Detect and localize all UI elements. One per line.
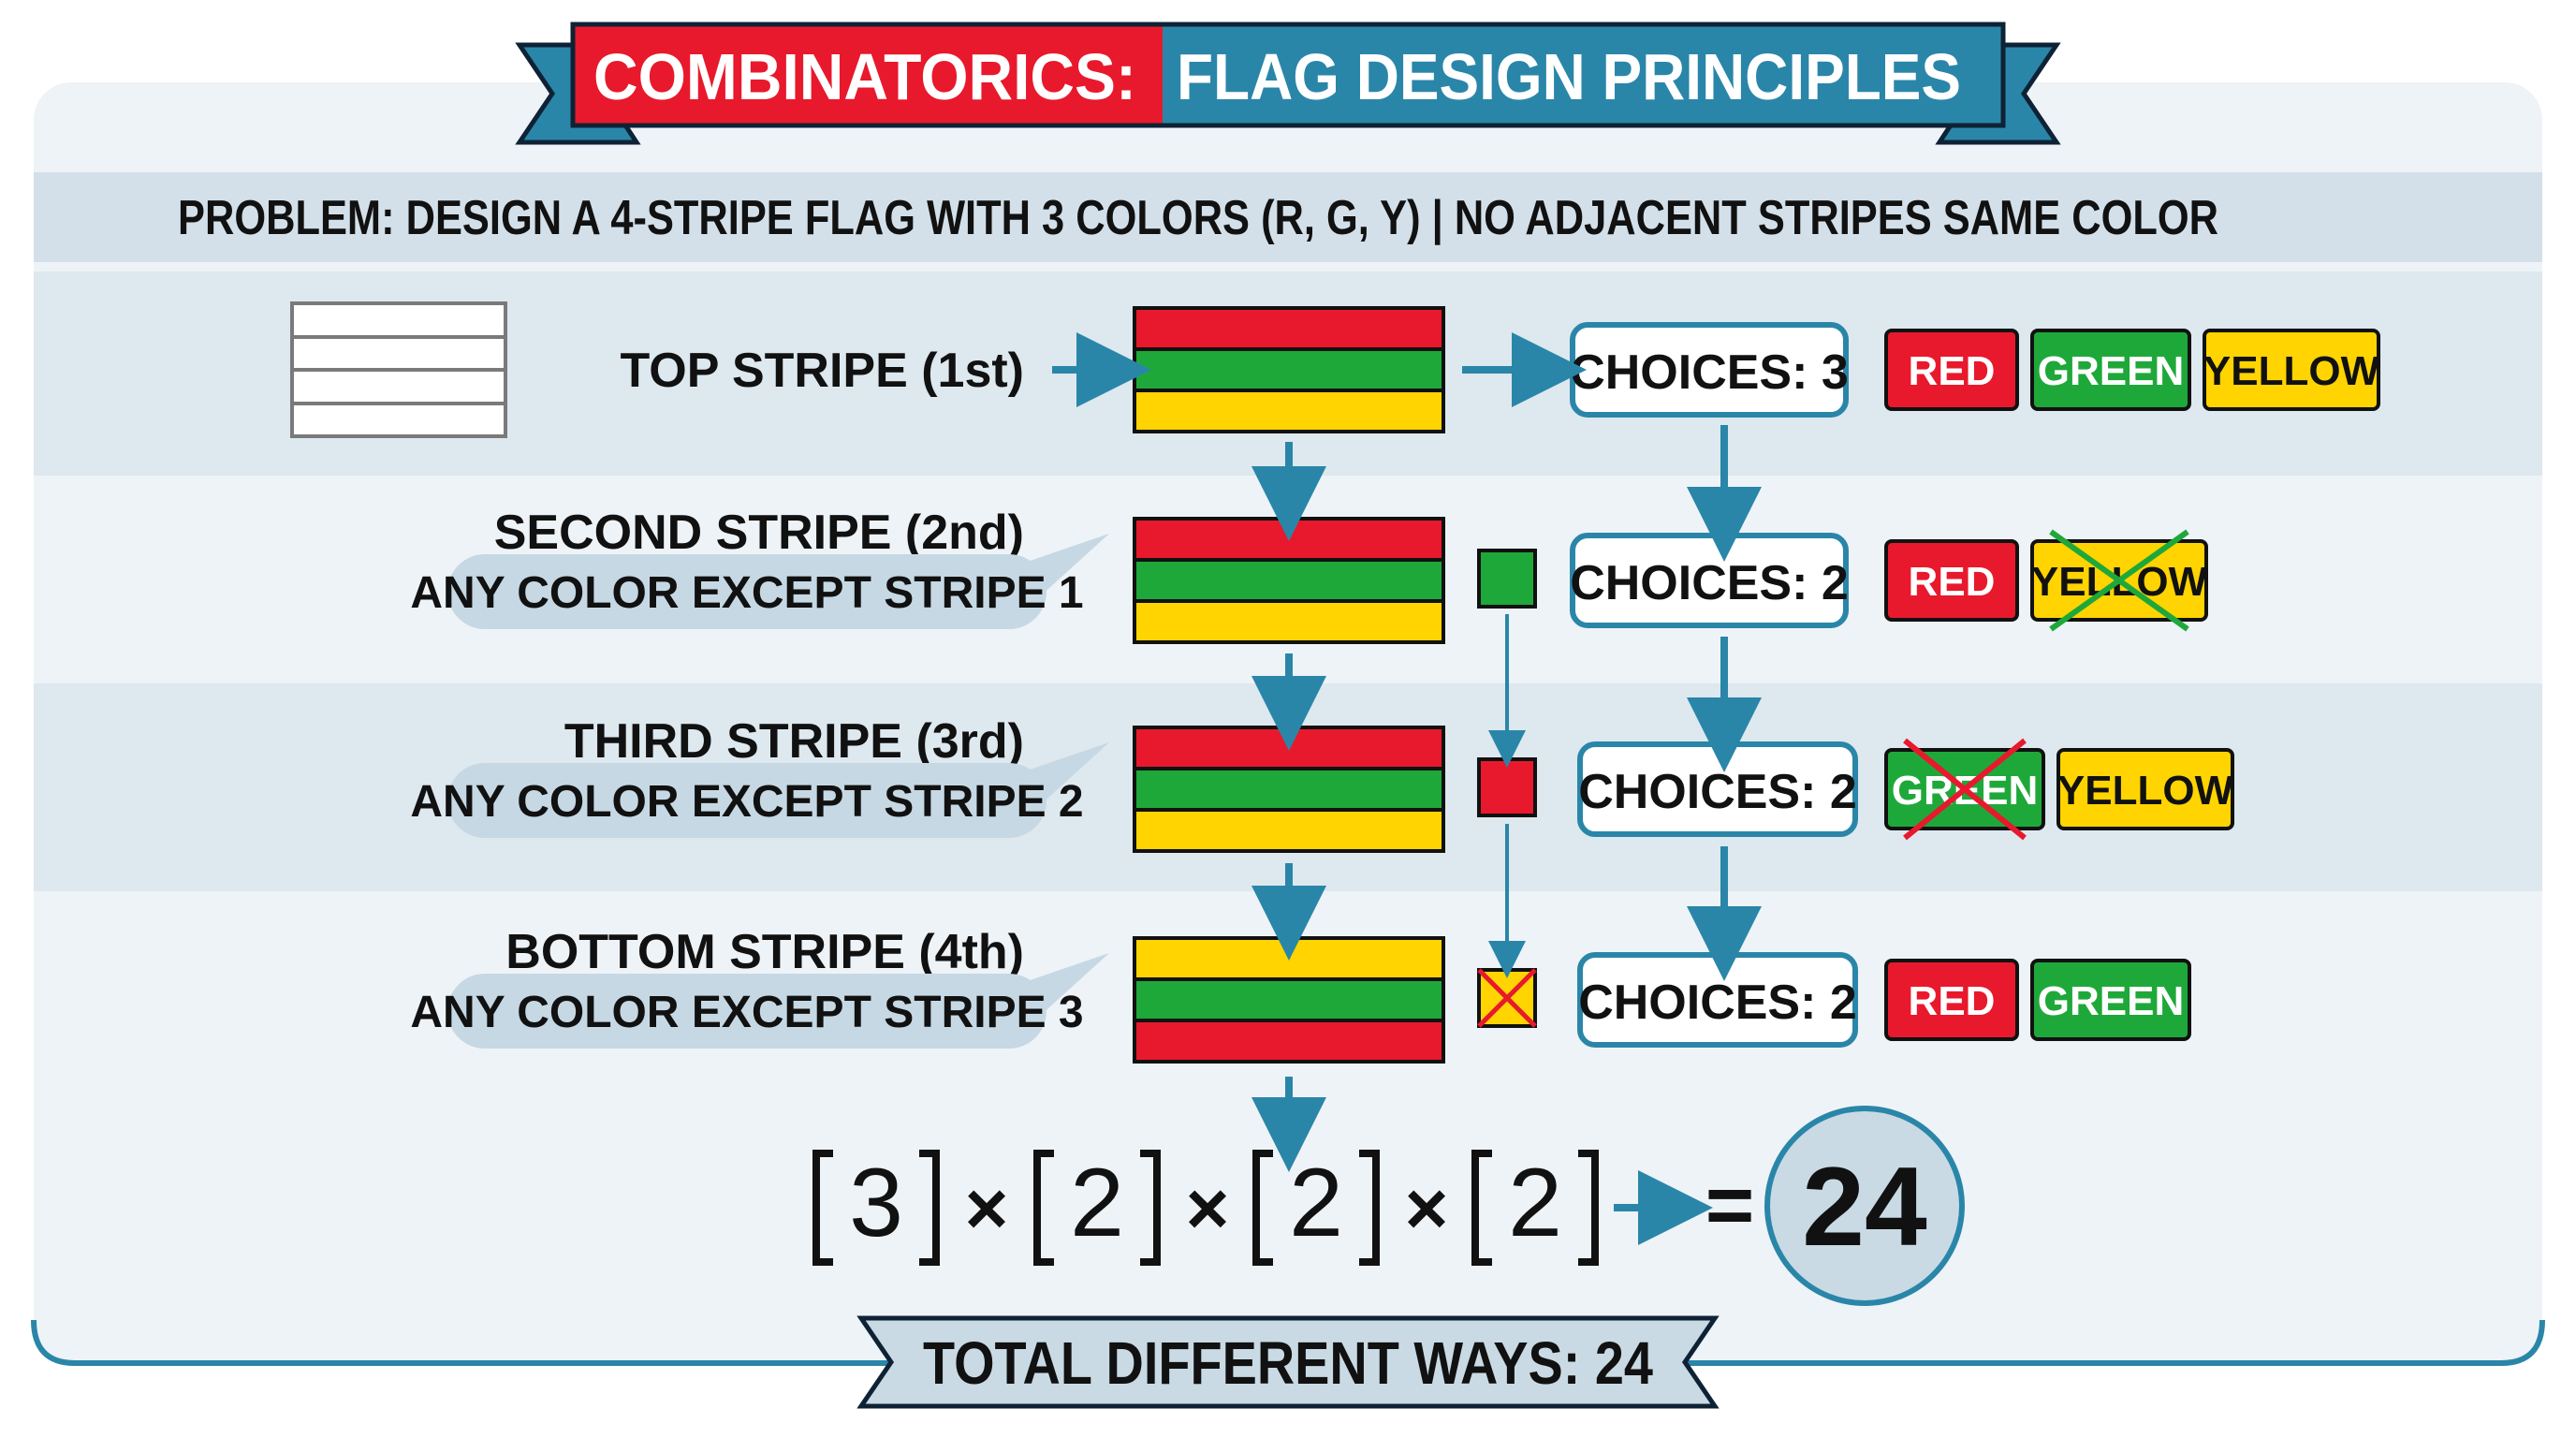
equation-factor: 2 [1508,1149,1562,1257]
flag-stripe-green [1133,558,1445,603]
ribbon-teal [1163,24,2003,125]
total-ribbon: TOTAL DIFFERENT WAYS: 24 [856,1315,1720,1409]
result-circle [1764,1106,1965,1306]
equation-bracket-left [1252,1150,1273,1266]
row-label: SECOND STRIPE (2nd) [494,506,1024,560]
option-swatch [2030,329,2191,411]
flag-stripe-yellow [1133,936,1445,981]
times-sign: × [1186,1167,1230,1250]
option-swatch [1884,539,2019,622]
times-sign: × [1405,1167,1449,1250]
equation-factor: 3 [849,1149,903,1257]
equation-factor: 2 [1289,1149,1343,1257]
option-label: GREEN [2038,348,2184,394]
choices-text: CHOICES: 2 [1570,556,1849,610]
equation-factor: 2 [1070,1149,1124,1257]
equation-bracket-left [1471,1150,1492,1266]
cross-line [1477,968,1537,1028]
option-yellow: YELLOW [2203,329,2380,411]
equation-layer: 3 × 2 × 2 × 2 = 24 [812,1106,1965,1306]
option-red: RED [1884,539,2019,622]
problem-band [34,172,2542,262]
title-left: COMBINATORICS: [593,40,1136,113]
times-sign: × [965,1167,1009,1250]
equation-bracket-right [1140,1150,1161,1266]
option-label: YELLOW [2057,768,2234,814]
flag-stripe-red [1133,517,1445,562]
option-label: GREEN [2038,978,2184,1024]
option-green: GREEN [1884,738,2045,841]
equation-bracket-right [919,1150,940,1266]
problem-statement: PROBLEM: DESIGN A 4-STRIPE FLAG WITH 3 C… [178,191,2218,245]
note-pill [447,763,1046,838]
flag-stripe-yellow [1133,808,1445,853]
stripe-row-3: THIRD STRIPE (3rd) ANY COLOR EXCEPT STRIP… [410,714,2234,853]
choices-text: CHOICES: 2 [1578,976,1857,1030]
equation-bracket-left [812,1150,833,1266]
ribbon-border [570,22,2006,128]
flag-stripe-yellow [1133,389,1445,433]
stripe-row-4: BOTTOM STRIPE (4th) ANY COLOR EXCEPT STRI… [410,925,2191,1064]
cross-line [1903,738,2027,841]
choices-text: CHOICES: 2 [1578,765,1857,819]
equation-bracket-left [1033,1150,1054,1266]
previous-color-marker [1477,549,1537,609]
option-swatch [2056,748,2234,830]
option-yellow: YELLOW [2030,529,2208,632]
option-swatch [1884,959,2019,1041]
title-ribbon: COMBINATORICS: FLAG DESIGN PRINCIPLES [515,22,2061,145]
option-label: RED [1909,348,1996,394]
rows-layer: TOP STRIPE (1st) CHOICES: 3 RED GREEN YELLOW… [410,306,2380,1172]
option-yellow: YELLOW [2056,748,2234,830]
flag-stripe-green [1133,767,1445,812]
row-label: BOTTOM STRIPE (4th) [505,925,1024,979]
flag-stripe-green [1133,977,1445,1022]
option-green: GREEN [2030,329,2191,411]
equation-bracket-right [1359,1150,1380,1266]
option-swatch [2030,959,2191,1041]
option-label: RED [1909,559,1996,605]
flag-stripe-red [1133,1019,1445,1064]
stripe-row-1: TOP STRIPE (1st) CHOICES: 3 RED GREEN YELLOW [620,306,2380,433]
flag-stripe-green [1133,347,1445,392]
option-label: YELLOW [2203,348,2380,394]
option-red: RED [1884,959,2019,1041]
option-green: GREEN [2030,959,2191,1041]
option-swatch [1884,329,2019,411]
row-label: TOP STRIPE (1st) [620,344,1024,398]
note-text: ANY COLOR EXCEPT STRIPE 1 [410,568,1083,618]
previous-color-marker [1477,757,1537,817]
flag-stripe-yellow [1133,599,1445,644]
note-text: ANY COLOR EXCEPT STRIPE 3 [410,988,1083,1037]
equation-bracket-right [1578,1150,1599,1266]
equals-sign: = [1705,1159,1755,1253]
option-red: RED [1884,329,2019,411]
result-value: 24 [1802,1144,1927,1269]
cross-line [2049,529,2189,632]
option-label: RED [1909,978,1996,1024]
note-pill [447,974,1046,1049]
blank-flag-icon [290,301,507,438]
note-pill [447,554,1046,629]
flag-stripe-red [1133,726,1445,770]
flag-stripe-red [1133,306,1445,351]
row-label: THIRD STRIPE (3rd) [564,714,1024,769]
choices-text: CHOICES: 3 [1570,345,1849,400]
total-text: TOTAL DIFFERENT WAYS: 24 [923,1329,1653,1397]
note-text: ANY COLOR EXCEPT STRIPE 2 [410,777,1083,827]
ribbon-red [573,24,1163,125]
title-right: FLAG DESIGN PRINCIPLES [1177,40,1961,113]
option-swatch [2203,329,2380,411]
